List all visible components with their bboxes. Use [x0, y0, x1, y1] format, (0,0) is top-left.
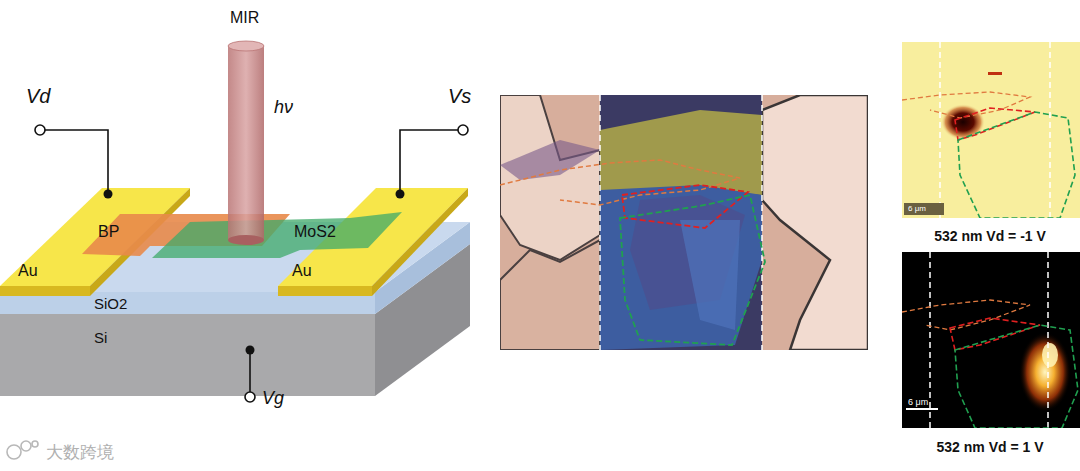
signal-name: Vg: [262, 389, 284, 407]
scale-bar-label: 6 μm: [908, 398, 928, 407]
material-label: MoS2: [294, 224, 336, 240]
beam-label: MIR: [230, 10, 259, 26]
photon-energy: hν: [274, 98, 293, 116]
watermark: 大数跨境: [46, 444, 114, 461]
signal-name: Vs: [448, 86, 471, 106]
photocurrent-map-bottom: [902, 252, 1080, 428]
panel-caption: 532 nm Vd = 1 V: [937, 440, 1044, 454]
panel-caption: 532 nm Vd = -1 V: [934, 229, 1046, 243]
scale-bar-label: 6 μm: [908, 205, 926, 213]
layer-label: Si: [94, 330, 107, 345]
optical-image: [500, 95, 868, 350]
material-label: BP: [98, 224, 119, 240]
photocurrent-map-top: [902, 42, 1080, 218]
layer-label: SiO2: [94, 296, 127, 311]
device-schematic: [0, 41, 470, 402]
watermark-logo: [7, 441, 38, 459]
electrode-label: Au: [292, 263, 312, 279]
signal-name: Vd: [26, 86, 50, 106]
electrode-label: Au: [18, 263, 38, 279]
